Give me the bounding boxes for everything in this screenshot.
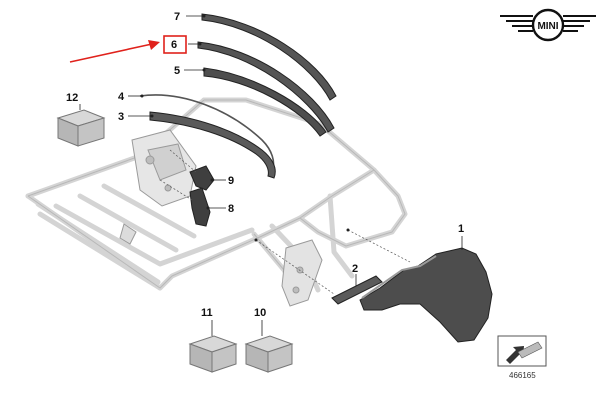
seal-wire-4 — [139, 94, 275, 173]
logo-wing-left — [500, 15, 533, 32]
side-hinge — [281, 239, 323, 307]
dashed-leaders — [159, 149, 411, 295]
reference-arrow-icon — [506, 346, 524, 364]
leader-dots — [140, 14, 350, 242]
callout-10: 10 — [254, 307, 266, 319]
logo-text: MINI — [537, 21, 558, 32]
roof-mechanism — [119, 129, 197, 245]
callout-7: 7 — [174, 11, 180, 23]
callout-12: 12 — [66, 92, 78, 104]
seal-strip-7 — [201, 13, 337, 101]
callout-1: 1 — [458, 223, 464, 235]
callout-6-highlight-box — [163, 35, 187, 54]
callout-3: 3 — [118, 111, 124, 123]
callout-9: 9 — [228, 175, 234, 187]
box-12 — [56, 109, 106, 147]
callout-8: 8 — [228, 203, 234, 215]
seal-strip-3 — [149, 111, 276, 179]
box-11 — [188, 335, 238, 373]
seal-strip-6 — [197, 41, 335, 133]
bracket-9 — [189, 165, 215, 191]
leader-lines — [79, 15, 463, 336]
callout-2: 2 — [352, 263, 358, 275]
diagram-number: 466165 — [509, 371, 536, 380]
callout-5: 5 — [174, 65, 180, 77]
mini-logo: MINI — [500, 8, 596, 42]
diagram-reference: 466165 — [497, 335, 547, 380]
logo-wing-right — [563, 15, 596, 32]
bar-2 — [331, 275, 383, 305]
seal-strip-5 — [203, 67, 327, 137]
box-10 — [244, 335, 294, 373]
bracket-8 — [189, 187, 211, 227]
reference-plate-icon — [517, 341, 543, 359]
highlight-arrow — [69, 40, 160, 63]
callout-11: 11 — [201, 307, 213, 319]
callout-6: 6 — [171, 39, 177, 51]
side-panel-1-edge — [361, 255, 437, 299]
callout-4: 4 — [118, 91, 125, 103]
